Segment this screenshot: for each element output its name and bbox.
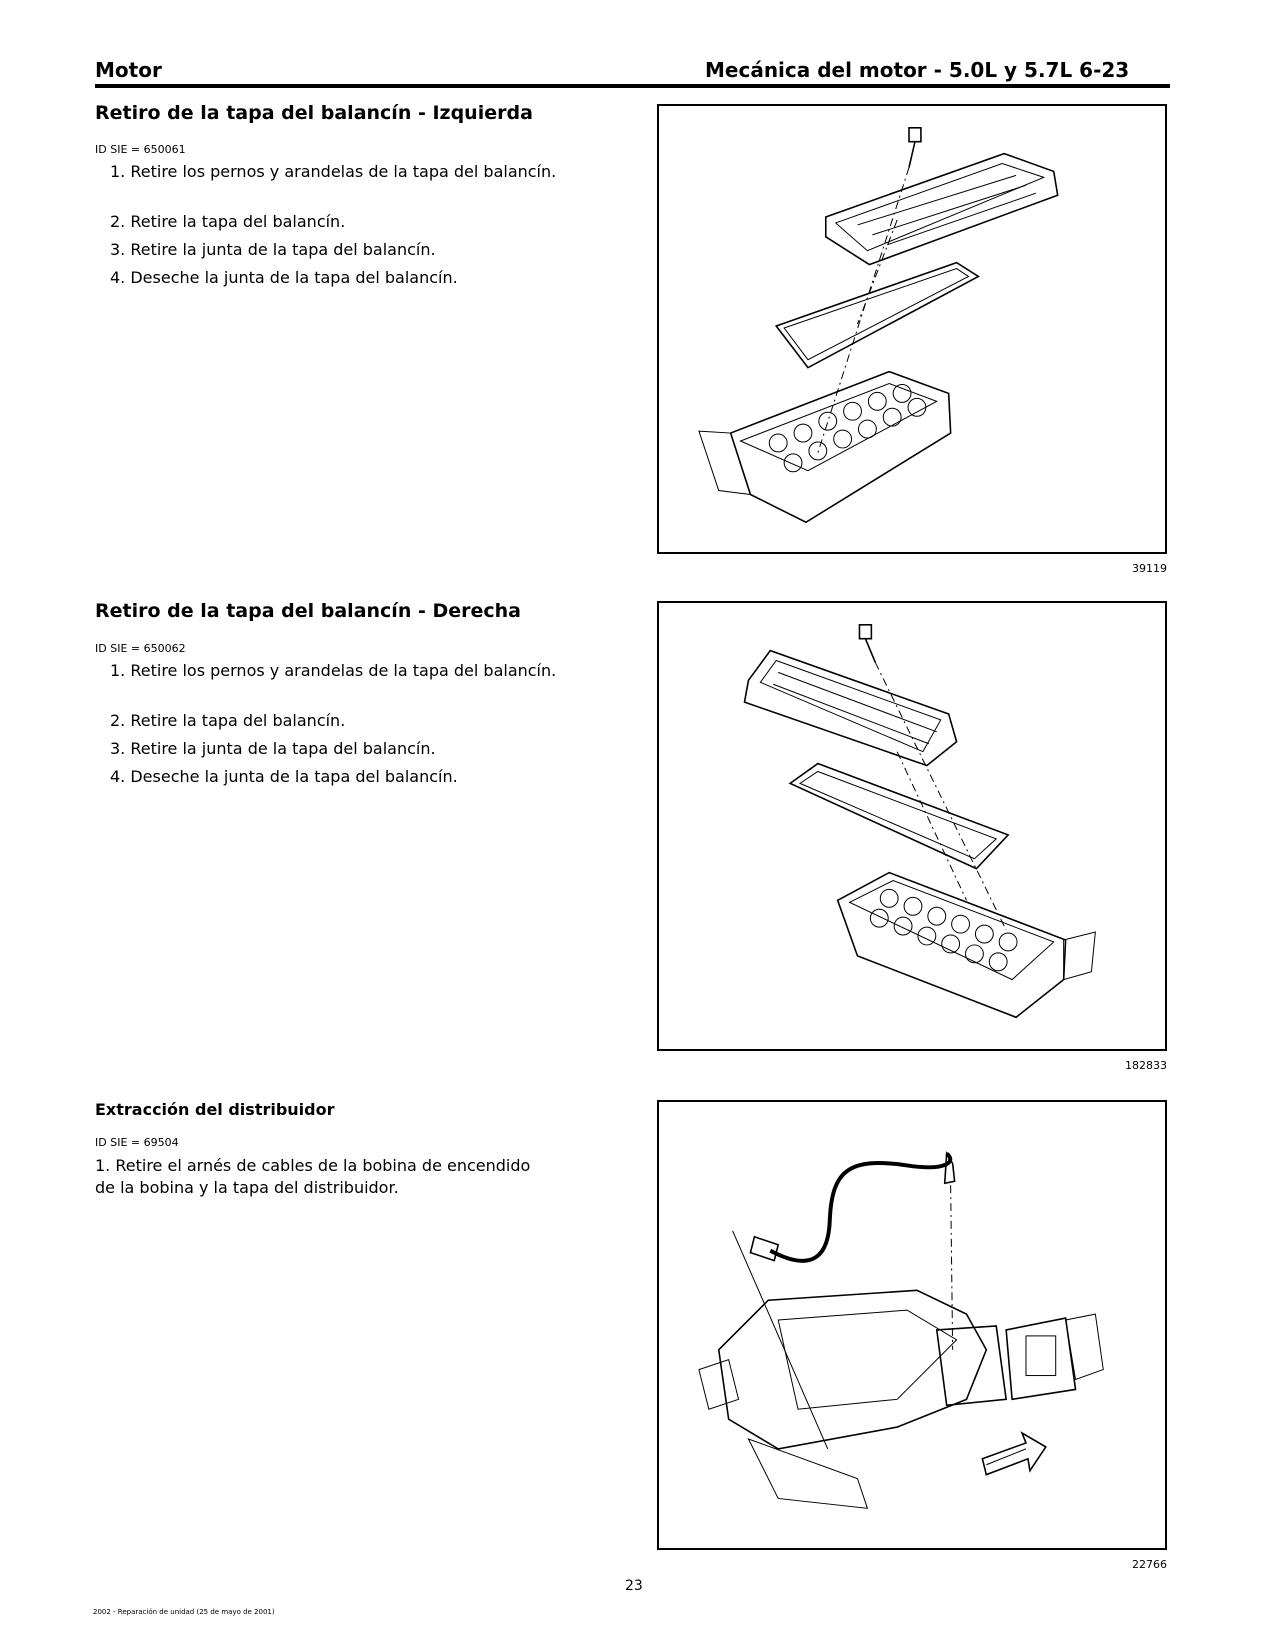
figure-right-rocker-cover xyxy=(657,601,1167,1051)
exploded-view-illustration xyxy=(698,127,1059,524)
step-item: 1. Retire los pernos y arandelas de la t… xyxy=(110,162,557,181)
step-item: 1. Retire el arnés de cables de la bobin… xyxy=(95,1156,531,1175)
figure-number: 22766 xyxy=(1132,1558,1167,1571)
exploded-view-illustration xyxy=(743,624,1096,1019)
footer-text: 2002 - Reparación de unidad (25 de mayo … xyxy=(93,1608,275,1616)
step-list: 1. Retire los pernos y arandelas de la t… xyxy=(110,660,556,794)
section-title-right-cover: Retiro de la tapa del balancín - Derecha xyxy=(95,600,521,622)
header-rule xyxy=(95,84,1170,88)
step-item: 4. Deseche la junta de la tapa del balan… xyxy=(110,767,458,786)
section-sie-id: ID SIE = 650062 xyxy=(95,642,186,655)
step-item: 4. Deseche la junta de la tapa del balan… xyxy=(110,268,458,287)
page-number: 23 xyxy=(625,1578,643,1594)
step-item-continued: de la bobina y la tapa del distribuidor. xyxy=(95,1178,399,1197)
section-title-left-cover: Retiro de la tapa del balancín - Izquier… xyxy=(95,102,533,124)
step-list: 1. Retire los pernos y arandelas de la t… xyxy=(110,161,556,295)
header-section-label: Motor xyxy=(95,58,162,82)
step-item: 2. Retire la tapa del balancín. xyxy=(110,212,346,231)
section-title-distributor: Extracción del distribuidor xyxy=(95,1100,335,1119)
figure-number: 182833 xyxy=(1125,1059,1167,1072)
section-sie-id: ID SIE = 69504 xyxy=(95,1136,179,1149)
step-item: 1. Retire los pernos y arandelas de la t… xyxy=(110,661,557,680)
step-item: 3. Retire la junta de la tapa del balanc… xyxy=(110,739,436,758)
step-item: 3. Retire la junta de la tapa del balanc… xyxy=(110,240,436,259)
figure-left-rocker-cover xyxy=(657,104,1167,554)
distributor-illustration xyxy=(698,1150,1104,1509)
step-item: 2. Retire la tapa del balancín. xyxy=(110,711,346,730)
figure-number: 39119 xyxy=(1132,562,1167,575)
section-sie-id: ID SIE = 650061 xyxy=(95,143,186,156)
header-page-title: Mecánica del motor - 5.0L y 5.7L 6-23 xyxy=(705,58,1130,82)
figure-distributor xyxy=(657,1100,1167,1550)
